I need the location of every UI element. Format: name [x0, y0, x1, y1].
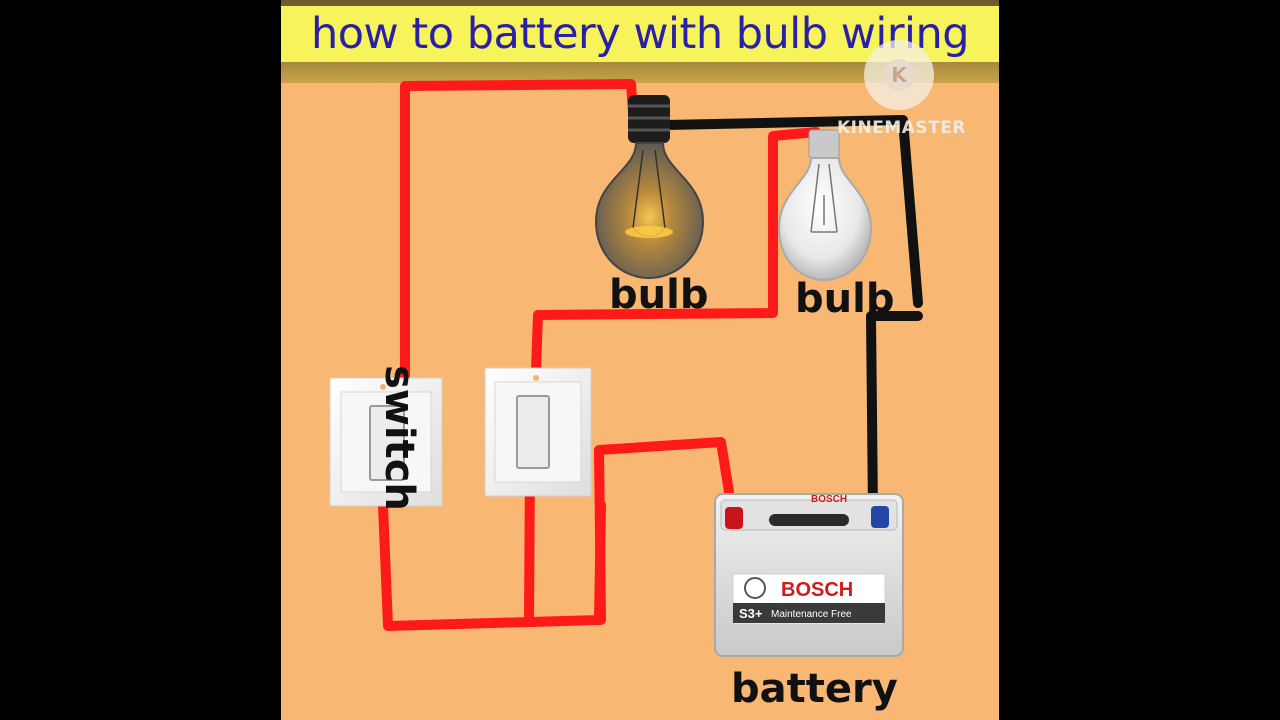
label-bulb-right: bulb [795, 276, 895, 322]
battery-handle-icon [769, 514, 849, 526]
kinemaster-watermark: KINEMASTER [837, 118, 966, 138]
switch-right-rocker-icon [516, 395, 550, 469]
wire-red-bottom-left [378, 500, 606, 631]
bulb-right-base-icon [808, 129, 840, 159]
switch-left-rocker-icon [369, 405, 405, 481]
battery-top-brand: BOSCH [811, 494, 847, 505]
wiring-diagram: BOSCH S3+ Maintenance Free BOSCH [329, 79, 923, 657]
battery-subtitle: Maintenance Free [771, 609, 852, 620]
title-banner: how to battery with bulb wiring [281, 0, 999, 83]
battery-brand: BOSCH [781, 579, 853, 601]
wire-red-battery-feed [594, 437, 734, 625]
wire-black-group [661, 115, 923, 517]
wire-black-top [661, 115, 923, 308]
wire-red-bulb2-feed [533, 127, 821, 320]
battery-model: S3+ [739, 606, 763, 621]
kinemaster-logo-letter: K [883, 59, 915, 91]
label-bulb-left: bulb [609, 272, 709, 318]
bulb-right [777, 129, 873, 282]
bulb-right-glass-icon [777, 157, 873, 282]
label-battery: battery [731, 666, 898, 712]
wire-red-switch2-top [531, 310, 543, 375]
wire-black-return [866, 311, 923, 517]
switch-right [484, 367, 592, 497]
kinemaster-logo-icon: K [864, 40, 934, 110]
switch-left [329, 377, 443, 507]
video-frame: how to battery with bulb wiring [281, 0, 999, 720]
label-switch: switch [376, 365, 422, 511]
bulb-left-glass-icon [594, 142, 705, 280]
page-title: how to battery with bulb wiring [281, 6, 999, 62]
battery-positive-terminal-icon [725, 507, 743, 529]
battery: BOSCH S3+ Maintenance Free BOSCH [714, 493, 904, 657]
bulb-left [594, 95, 705, 280]
battery-negative-terminal-icon [871, 506, 889, 528]
bosch-logo-icon [744, 577, 766, 599]
